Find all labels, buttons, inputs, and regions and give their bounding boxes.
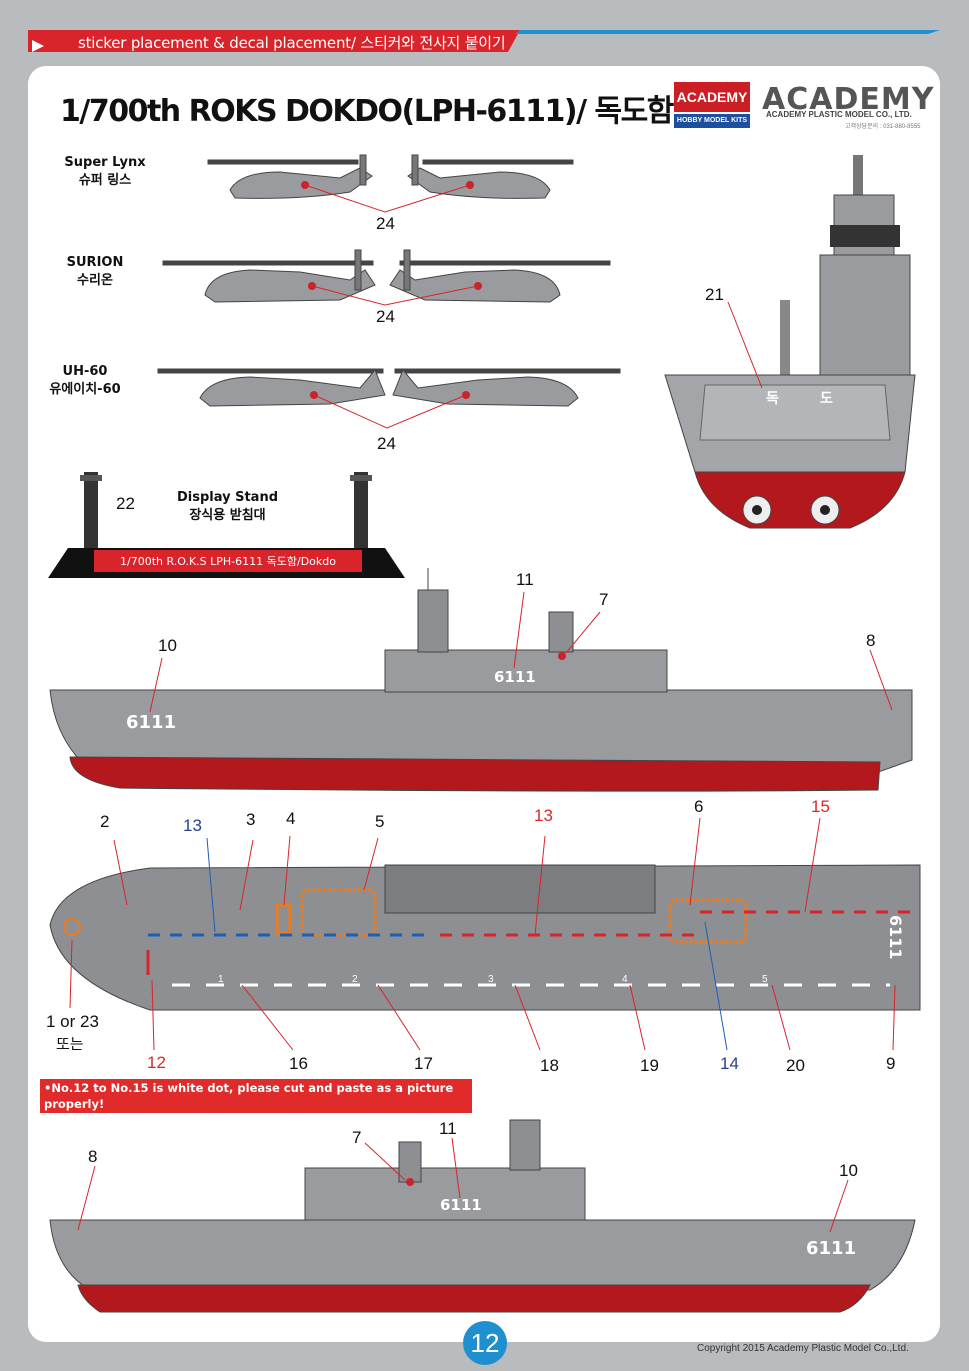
part-number-12: 12 — [147, 1053, 166, 1072]
logo-badge-subtext: HOBBY MODEL KITS — [674, 114, 750, 128]
copyright-text: Copyright 2015 Academy Plastic Model Co.… — [697, 1343, 909, 1354]
heli-name-ko: 유에이치-60 — [49, 382, 121, 397]
island-number-bottom: 6111 — [440, 1196, 482, 1214]
spot-number-5: 5 — [762, 974, 768, 985]
helicopter-super-lynx-right — [407, 154, 574, 199]
academy-wordmark: ACADEMY — [762, 82, 935, 117]
bow-view — [664, 155, 916, 529]
part-number-10-bottom: 10 — [839, 1161, 858, 1180]
banner-title: sticker placement & decal placement/ 스티커… — [78, 34, 506, 52]
header-banner — [28, 30, 940, 52]
part-number-13-red: 13 — [534, 806, 553, 825]
part-number-13-blue: 13 — [183, 816, 202, 835]
part-number-16: 16 — [289, 1054, 308, 1073]
part-number-14: 14 — [720, 1054, 739, 1073]
helicopter-uh60-left — [157, 368, 386, 407]
spot-number-1: 1 — [218, 974, 224, 985]
heli-name-ko: 슈퍼 링스 — [78, 173, 132, 188]
helicopter-surion-left — [162, 249, 376, 303]
part-number-7-top: 7 — [599, 590, 609, 609]
note-korean: 12번~15번은 흰색점선이며, 그림을 참고하여 알맞게 잘라 붙여 주세요! — [44, 1113, 399, 1127]
part-number-15: 15 — [811, 797, 830, 816]
page-title: 1/700th ROKS DOKDO(LPH-6111)/ 독도함 — [60, 94, 674, 129]
part-number-1-or-23: 1 or 23 — [46, 1012, 99, 1031]
part-number-4: 4 — [286, 809, 296, 828]
part-number-17: 17 — [414, 1054, 433, 1073]
side-view-top — [49, 568, 913, 792]
heli-name-en: UH-60 — [62, 364, 108, 379]
part-number-20: 20 — [786, 1056, 805, 1075]
part-number-10-top: 10 — [158, 636, 177, 655]
logo-badge-text: ACADEMY — [674, 82, 750, 112]
part-number-3: 3 — [246, 810, 256, 829]
part-number-11-bottom: 11 — [439, 1119, 457, 1138]
spot-number-4: 4 — [622, 974, 628, 985]
part-number-8-top: 8 — [866, 631, 876, 650]
spot-number-2: 2 — [352, 974, 358, 985]
part-number-22: 22 — [116, 494, 135, 513]
part-number-5: 5 — [375, 812, 385, 831]
heli-name-ko: 수리온 — [77, 273, 113, 288]
deck-bow-number: 6111 — [886, 915, 905, 960]
part-number-24-uh60: 24 — [377, 434, 396, 453]
part-number-2: 2 — [100, 812, 110, 831]
hull-number-top: 6111 — [126, 712, 176, 733]
helicopter-super-lynx-left — [207, 154, 373, 199]
display-stand-label: Display Stand 장식용 받침대 — [170, 489, 285, 525]
page-number: 12 — [463, 1321, 507, 1365]
customer-phone: 고객상담문의 : 031-880-8555 — [845, 124, 921, 130]
heli-label-super-lynx: Super Lynx 슈퍼 링스 — [50, 154, 160, 190]
stand-plate-text: 1/700th R.O.K.S LPH-6111 독도함/Dokdo — [120, 555, 336, 568]
bow-text-left: 독 — [766, 391, 779, 407]
stand-name-en: Display Stand — [176, 490, 279, 505]
heli-label-uh60: UH-60 유에이치-60 — [30, 363, 140, 399]
heli-name-en: Super Lynx — [64, 155, 146, 170]
or-korean: 또는 — [56, 1035, 84, 1053]
part-number-18: 18 — [540, 1056, 559, 1075]
part-number-6: 6 — [694, 797, 704, 816]
part-number-9: 9 — [886, 1054, 896, 1073]
part-number-7-bottom: 7 — [352, 1128, 362, 1147]
part-number-24-lynx: 24 — [376, 214, 395, 233]
decal-note: •No.12 to No.15 is white dot, please cut… — [40, 1079, 472, 1127]
island-number-top: 6111 — [494, 668, 536, 686]
bow-text-right: 도 — [820, 391, 833, 407]
note-english: •No.12 to No.15 is white dot, please cut… — [44, 1081, 454, 1111]
part-number-24-surion: 24 — [376, 307, 395, 326]
stand-name-ko: 장식용 받침대 — [189, 508, 266, 523]
helicopter-uh60-right — [392, 368, 621, 407]
side-view-bottom — [49, 1119, 916, 1313]
deck-view — [49, 817, 921, 1051]
company-name: ACADEMY PLASTIC MODEL CO., LTD. — [766, 110, 912, 119]
part-number-21: 21 — [705, 285, 724, 304]
heli-name-en: SURION — [66, 255, 124, 270]
part-number-19: 19 — [640, 1056, 659, 1075]
hull-number-bottom: 6111 — [806, 1238, 856, 1259]
helicopter-surion-right — [389, 249, 611, 303]
display-stand — [48, 472, 405, 578]
part-number-8-bottom: 8 — [88, 1147, 98, 1166]
spot-number-3: 3 — [488, 974, 494, 985]
heli-label-surion: SURION 수리온 — [40, 254, 150, 290]
academy-logo-badge: ACADEMY HOBBY MODEL KITS — [674, 82, 750, 128]
part-number-11-top: 11 — [516, 570, 534, 589]
